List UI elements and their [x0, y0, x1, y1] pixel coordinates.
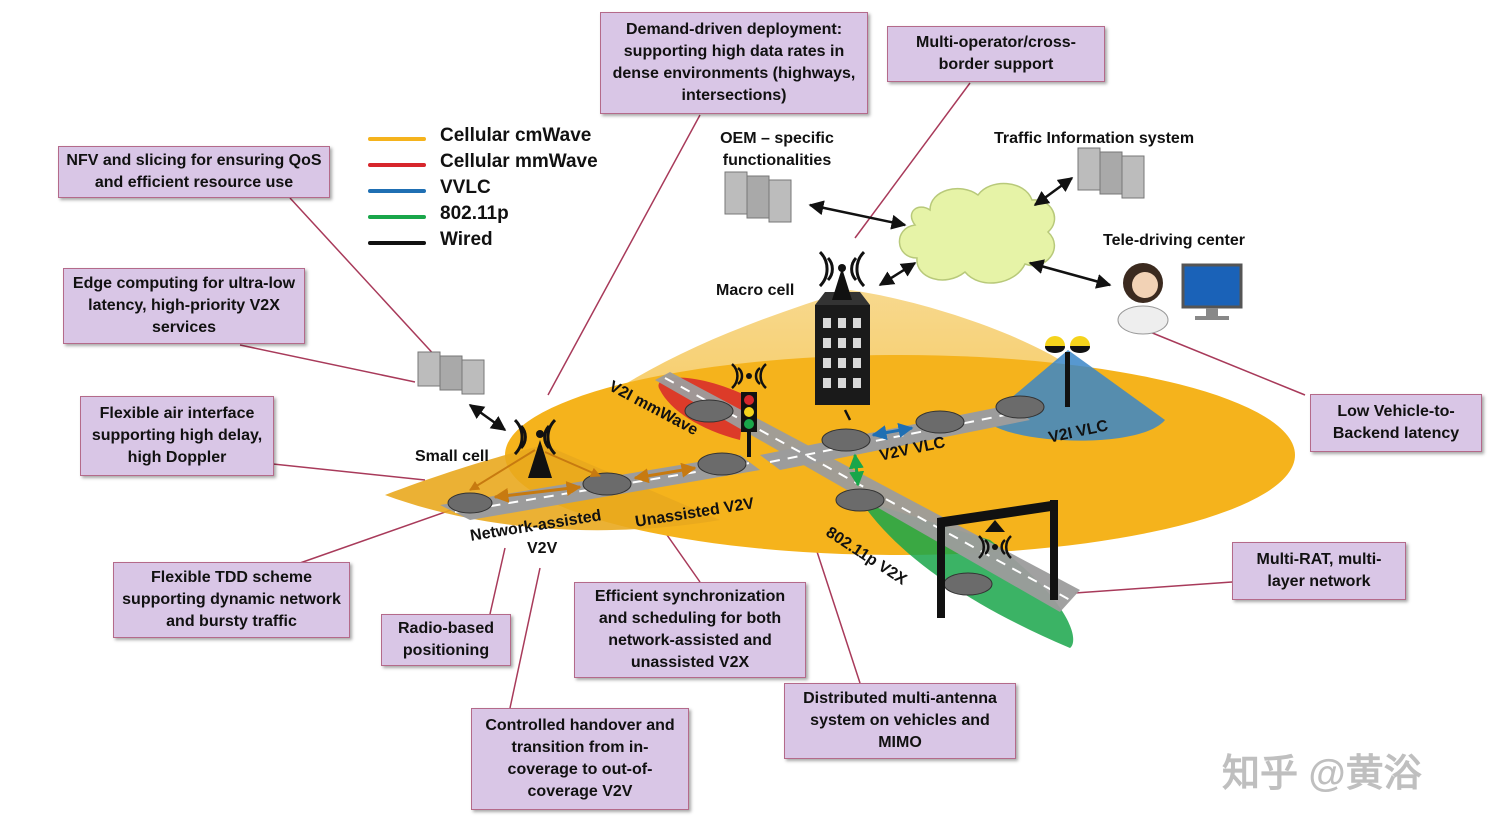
- v2v-arrow-cmwave: [493, 481, 582, 503]
- car: [697, 452, 747, 476]
- callout-low-latency: Low Vehicle-to-Backend latency: [1310, 394, 1482, 452]
- callout-multi-antenna: Distributed multi-antenna system on vehi…: [784, 683, 1016, 759]
- car: [582, 472, 632, 496]
- monitor-icon: [1181, 263, 1243, 320]
- callout-multi-operator: Multi-operator/cross-border support: [887, 26, 1105, 82]
- label-tele-driving: Tele-driving center: [1103, 232, 1245, 249]
- wired-links: [808, 176, 1112, 421]
- street-lamp-icon: [1045, 336, 1090, 407]
- callout-handover: Controlled handover and transition from …: [471, 708, 689, 810]
- callout-nfv: NFV and slicing for ensuring QoS and eff…: [58, 146, 330, 198]
- car: [835, 488, 885, 512]
- legend-swatch: [368, 163, 426, 167]
- legend-swatch: [368, 189, 426, 193]
- watermark: 知乎 @黄浴: [1222, 753, 1422, 795]
- callout-positioning: Radio-based positioning: [381, 614, 511, 666]
- label-oem: OEM – specific functionalities: [720, 130, 834, 169]
- oem-server-icon: [724, 171, 792, 223]
- label-traffic-info-system: Traffic Information system: [994, 130, 1195, 147]
- callout-demand-deployment: Demand-driven deployment: supporting hig…: [600, 12, 868, 114]
- label-macro-cell: Macro cell: [716, 282, 795, 299]
- small-cell-tower-icon: [469, 418, 601, 491]
- gantry-icon: [937, 500, 1058, 618]
- car: [821, 428, 871, 452]
- car: [943, 572, 993, 596]
- legend-label: VVLC: [440, 177, 491, 198]
- callout-multi-rat: Multi-RAT, multi-layer network: [1232, 542, 1406, 600]
- legend-label: Cellular mmWave: [440, 151, 598, 172]
- car: [684, 399, 734, 423]
- callout-synchronization: Efficient synchronization and scheduling…: [574, 582, 806, 678]
- macro-cell-building-icon: [815, 250, 870, 405]
- label-small-cell: Small cell: [415, 448, 489, 465]
- car: [447, 492, 493, 514]
- vlc-beam: [985, 350, 1165, 441]
- v2v-arrow-cmwave-2: [633, 462, 697, 484]
- callout-edge-computing: Edge computing for ultra-low latency, hi…: [63, 268, 305, 344]
- legend-swatch: [368, 241, 426, 245]
- cloud-network-icon: [898, 182, 1056, 284]
- legend-swatch: [368, 137, 426, 141]
- edge-server-icon: [417, 351, 485, 395]
- wired-link-edge: [468, 403, 507, 432]
- legend-label: Wired: [440, 229, 493, 250]
- car: [915, 410, 965, 434]
- callout-air-interface: Flexible air interface supporting high d…: [80, 396, 274, 476]
- car: [995, 395, 1045, 419]
- vehicles: [447, 395, 1045, 596]
- callout-tdd: Flexible TDD scheme supporting dynamic n…: [113, 562, 350, 638]
- v2v-vlc-arrow: [871, 423, 914, 440]
- legend-label: 802.11p: [440, 203, 509, 224]
- legend-label: Cellular cmWave: [440, 125, 592, 146]
- label-network-assisted-v2v: V2V: [527, 540, 558, 557]
- operator-icon: [1117, 263, 1169, 335]
- traffic-light-icon: [731, 363, 767, 457]
- legend-swatch: [368, 215, 426, 219]
- traffic-info-server-icon: [1077, 147, 1145, 199]
- v2v-80211p-arrow: [848, 453, 865, 487]
